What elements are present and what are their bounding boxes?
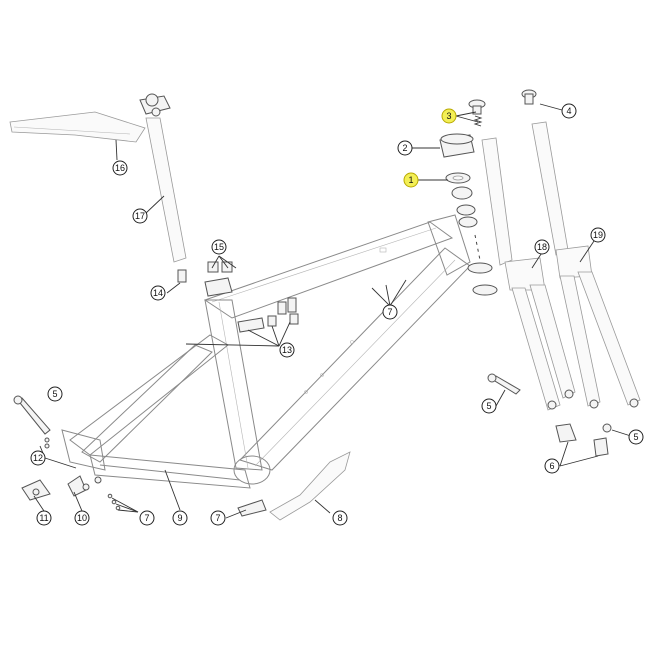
callout-7: 7: [139, 510, 155, 526]
thru-axles: [13, 373, 612, 435]
callout-9: 9: [172, 510, 188, 526]
svg-text:18: 18: [537, 242, 547, 252]
fork-18: [481, 137, 576, 411]
svg-text:15: 15: [214, 242, 224, 252]
svg-text:5: 5: [633, 432, 638, 442]
svg-text:19: 19: [593, 230, 603, 240]
callout-15: 15: [211, 239, 227, 255]
svg-text:9: 9: [177, 513, 182, 523]
bike-frame: [61, 214, 471, 489]
svg-text:5: 5: [486, 401, 491, 411]
cable-guides: [237, 297, 299, 333]
callout-16: 16: [112, 160, 128, 176]
seat-clamp-parts: [177, 261, 233, 297]
seatpost: [139, 93, 187, 263]
svg-text:12: 12: [33, 453, 43, 463]
svg-text:3: 3: [446, 111, 451, 121]
callout-10: 10: [74, 510, 90, 526]
svg-text:10: 10: [77, 513, 87, 523]
callout-19: 19: [590, 227, 606, 243]
callout-14: 14: [150, 285, 166, 301]
callouts: 1 2 3 4 5 5 5 6 7 7 7 8 9 10 11 12 13 14…: [30, 103, 644, 526]
callout-5: 5: [628, 429, 644, 445]
svg-text:13: 13: [282, 345, 292, 355]
callout-2: 2: [397, 140, 413, 156]
svg-text:17: 17: [135, 211, 145, 221]
chainstay-guard: [237, 451, 351, 521]
fork-19: [521, 89, 641, 409]
callout-13: 13: [279, 342, 295, 358]
callout-7: 7: [382, 304, 398, 320]
svg-text:6: 6: [549, 461, 554, 471]
svg-text:4: 4: [566, 106, 571, 116]
callout-12: 12: [30, 450, 46, 466]
svg-text:1: 1: [408, 175, 413, 185]
dropout-parts: [21, 423, 609, 511]
callout-4: 4: [561, 103, 577, 119]
svg-text:8: 8: [337, 513, 342, 523]
callout-1: 1: [403, 172, 419, 188]
svg-text:7: 7: [387, 307, 392, 317]
callout-5: 5: [47, 386, 63, 402]
callout-17: 17: [132, 208, 148, 224]
rear-fender: [9, 111, 146, 143]
svg-text:2: 2: [402, 143, 407, 153]
svg-text:14: 14: [153, 288, 163, 298]
callout-5: 5: [481, 398, 497, 414]
svg-text:5: 5: [52, 389, 57, 399]
callout-7: 7: [210, 510, 226, 526]
callout-18: 18: [534, 239, 550, 255]
headset-parts: [439, 99, 498, 296]
callout-8: 8: [332, 510, 348, 526]
callout-6: 6: [544, 458, 560, 474]
svg-text:7: 7: [144, 513, 149, 523]
callout-11: 11: [36, 510, 52, 526]
svg-text:16: 16: [115, 163, 125, 173]
svg-text:11: 11: [39, 513, 48, 523]
svg-text:7: 7: [215, 513, 220, 523]
callout-3: 3: [441, 108, 457, 124]
